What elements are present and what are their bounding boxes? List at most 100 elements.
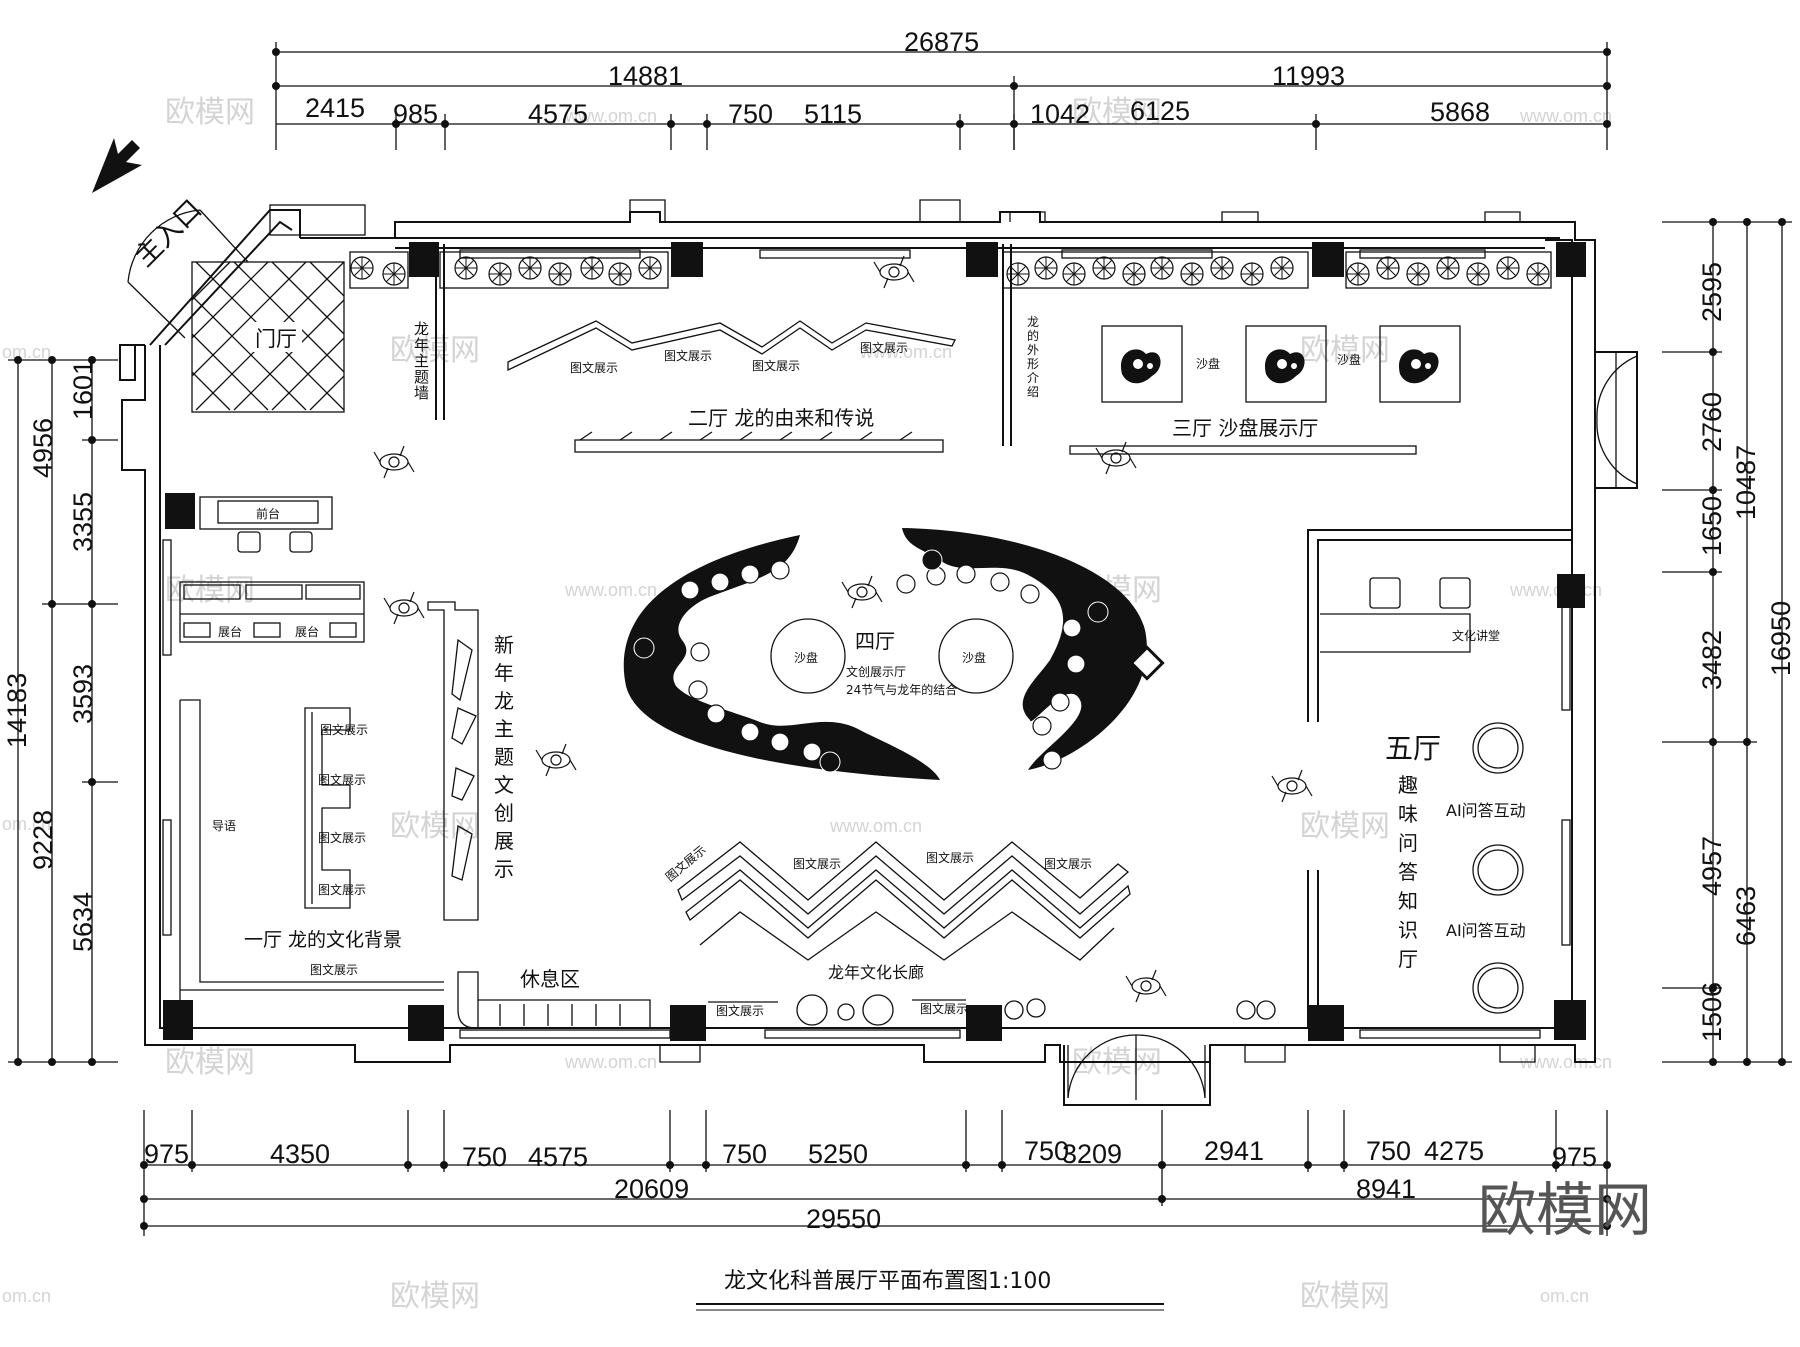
hall-4-area: 沙盘 沙盘 四厅 文创展示厅 24节气与龙年的结合 [623, 528, 1165, 780]
stool-icon [802, 742, 822, 762]
shrub-icon [1496, 256, 1520, 280]
graphic-label: 图文展示 [1044, 856, 1092, 871]
dim-right-inner: 1650 [1697, 496, 1727, 556]
corridor-area: 图文展示 图文展示 图文展示 图文展示 龙年文化长廊 图文展示 图文展示 [662, 841, 1131, 1026]
shrub-icon [1210, 256, 1234, 280]
dim-bottom-seg: 975 [1552, 1142, 1597, 1172]
sand-table-label: 沙盘 [794, 650, 818, 665]
entrance-label: 主入口 [129, 194, 208, 273]
dim-left-inner: 3593 [68, 664, 98, 724]
watermark-site: om.cn [2, 342, 51, 362]
dim-top-left: 14881 [608, 61, 683, 91]
watermark-brand: 欧模网 [1300, 1279, 1390, 1314]
stool-icon [680, 580, 700, 600]
shrub-icon [1376, 256, 1400, 280]
stool-icon [1042, 750, 1062, 770]
dim-top-seg: 5115 [804, 99, 862, 129]
dim-left-mid-a: 4956 [28, 418, 58, 478]
sand-table-models [1120, 349, 1439, 384]
ai-qa-label: AI问答互动 [1446, 801, 1526, 820]
graphic-label: 图文展示 [926, 850, 974, 865]
new-year-display-label: 新年龙主题文创展示 [494, 633, 514, 881]
guide-label: 导语 [212, 819, 236, 833]
stool-icon [1066, 654, 1086, 674]
watermark-brand: 欧模网 [1300, 809, 1390, 844]
shrub-icon [608, 262, 632, 286]
dragon-form-label: 龙的外形介绍 [1027, 315, 1039, 399]
hall-4-sub2: 24节气与龙年的结合 [846, 682, 957, 697]
watermark-site: www.om.cn [859, 342, 952, 362]
entrance-arrow-icon [92, 138, 142, 193]
rest-area-label: 休息区 [520, 967, 580, 991]
people-figures [373, 255, 1313, 1003]
hall-4-sub1: 文创展示厅 [846, 664, 906, 679]
shrub-icon [518, 256, 542, 280]
right-exterior-door [1595, 351, 1638, 489]
dim-left-mid-b: 9228 [28, 810, 58, 870]
dim-bottom-seg: 4350 [270, 1139, 330, 1169]
watermark-site: www.om.cn [1519, 1052, 1612, 1072]
dim-bottom-seg: 750 [1366, 1136, 1411, 1166]
right-dimensions: 2595 2760 1650 3482 4957 1506 10487 6463… [1662, 218, 1796, 1066]
top-dimensions: 26875 14881 11993 2415 985 4575 750 5115… [272, 27, 1611, 150]
plan-title: 龙文化科普展厅平面布置图1:100 [724, 1269, 1051, 1294]
shrub-icon [1034, 256, 1058, 280]
booth-label: 展台 [295, 624, 319, 639]
shrub-icon [638, 256, 662, 280]
hall-2-area: 龙年主题墙 图文展示 图文展示 图文展示 图文展示 二厅 龙的由来和传说 [414, 244, 956, 453]
stool-icon [1032, 716, 1052, 736]
planter-strips [349, 251, 1552, 289]
hall-2-label: 二厅 龙的由来和传说 [688, 406, 874, 430]
stool-icons [633, 549, 1109, 773]
shrub-icon [1180, 262, 1204, 286]
booth-label: 展台 [218, 624, 242, 639]
dim-right-outer: 16950 [1766, 601, 1796, 676]
watermark-site: www.om.cn [1519, 106, 1612, 126]
dim-right-inner: 2760 [1697, 392, 1727, 452]
dim-bottom-seg: 3209 [1062, 1139, 1122, 1169]
shrub-icon [1092, 256, 1116, 280]
graphic-label-small: 图文展示 [752, 358, 800, 373]
sand-table-label: 沙盘 [962, 650, 986, 665]
shrub-icon [1240, 262, 1264, 286]
watermark-site: www.om.cn [1509, 580, 1602, 600]
person-icon [841, 575, 883, 609]
dim-bottom-seg: 2941 [1204, 1136, 1264, 1166]
reception-label: 前台 [256, 506, 280, 521]
hall-5-area: 文化讲堂 五厅 趣味问答知识厅 AI问答互动 AI问答互动 [1004, 529, 1572, 1028]
theme-wall-label: 龙年主题墙 [414, 320, 429, 402]
brand-watermark: 欧模网 [1478, 1176, 1652, 1244]
graphic-label-small: 图文展示 [320, 722, 368, 737]
hall-4-label: 四厅 [855, 629, 895, 653]
stool-icon [956, 564, 976, 584]
shrub-icon [454, 256, 478, 280]
sand-model-icon [1120, 349, 1161, 384]
main-entrance-structure [119, 204, 366, 381]
person-icon [1125, 969, 1167, 1003]
lecture-label: 文化讲堂 [1452, 628, 1500, 643]
stool-icon [921, 549, 943, 571]
dim-top-seg: 1042 [1030, 99, 1090, 129]
watermark-brand: 欧模网 [165, 573, 255, 608]
quiz-hall-label: 趣味问答知识厅 [1398, 773, 1418, 971]
stool-icon [740, 722, 760, 742]
dim-bottom-right: 8941 [1356, 1174, 1416, 1204]
shrub-icon [1526, 262, 1550, 286]
hall-1-label: 一厅 龙的文化背景 [244, 929, 402, 951]
watermark-brand: 欧模网 [165, 95, 255, 130]
dim-top-right: 11993 [1272, 61, 1345, 91]
stool-icon [770, 732, 790, 752]
shrub-icon [1466, 262, 1490, 286]
shrub-icon [548, 262, 572, 286]
watermark-site: www.om.cn [564, 580, 657, 600]
shrub-icon [1006, 262, 1030, 286]
dim-bottom-left: 20609 [614, 1174, 689, 1204]
stool-icon [706, 704, 726, 724]
shrub-icons [350, 256, 1550, 286]
shrub-icon [488, 262, 512, 286]
graphic-label: 图文展示 [662, 842, 708, 884]
shrub-icon [1270, 256, 1294, 280]
structural-columns [163, 242, 1586, 1041]
dim-right-inner: 3482 [1697, 630, 1727, 690]
graphic-label: 图文展示 [920, 1001, 968, 1016]
